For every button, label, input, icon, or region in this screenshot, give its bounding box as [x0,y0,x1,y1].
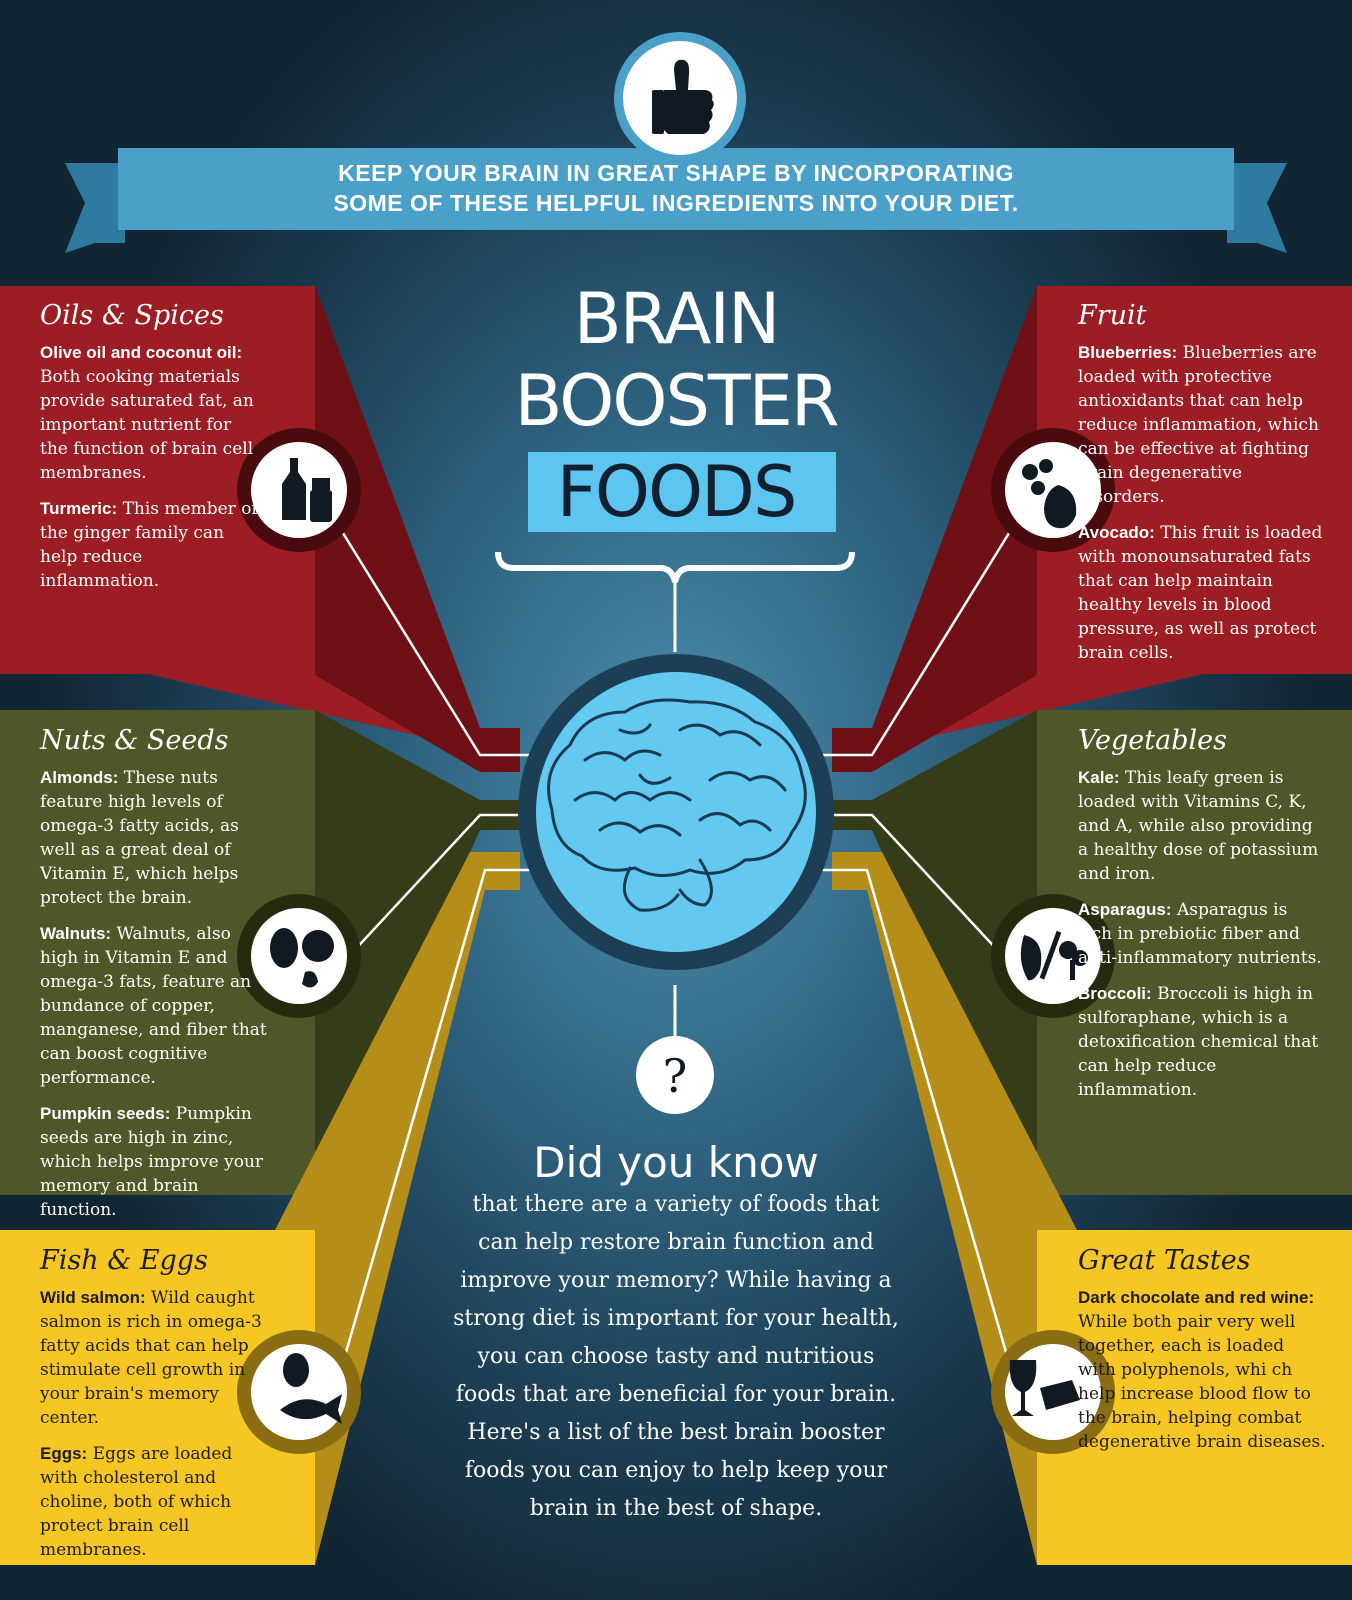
ribbon-red-left-fold [315,286,520,772]
title-line-2: BOOSTER [514,360,839,442]
section-great-tastes: Great Tastes Dark chocolate and red wine… [1078,1245,1326,1466]
section-fish-eggs: Fish & Eggs Wild salmon: Wild caught sal… [40,1245,272,1574]
question-circle [636,1036,714,1114]
food-item: Dark chocolate and red wine: While both … [1078,1288,1326,1452]
section-title: Fish & Eggs [40,1245,208,1276]
egg-fish-icon [280,1353,342,1424]
food-item: Turmeric: This member of the ginger fami… [40,499,258,591]
section-fruit: Fruit Blueberries: Blueberries are loade… [1078,300,1326,677]
oil-bottle-grinder-icon [282,458,332,522]
wine-chocolate-icon [1009,1360,1080,1416]
section-title: Nuts & Seeds [40,725,229,756]
title-line-1: BRAIN [573,278,781,360]
section-title: Vegetables [1078,725,1227,756]
banner-line-1: KEEP YOUR BRAIN IN GREAT SHAPE BY INCORP… [338,160,1014,186]
section-title: Fruit [1078,300,1147,331]
brain-icon [547,698,807,912]
food-item: Pumpkin seeds: Pumpkin seeds are high in… [40,1104,264,1220]
connector-lines [336,524,1016,1381]
section-title: Great Tastes [1078,1245,1251,1276]
vegetables-icon [1020,930,1088,981]
title-line-3: FOODS [556,451,798,533]
brain-circle [536,672,816,952]
food-item: Blueberries: Blueberries are loaded with… [1078,343,1319,507]
question-mark: ? [663,1049,688,1103]
food-item: Olive oil and coconut oil: Both cooking … [40,343,254,483]
did-you-know-title: Did you know [533,1138,819,1187]
banner-tail-right [1227,163,1287,253]
berries-avocado-icon [1022,459,1077,529]
title-highlight-box [528,452,836,532]
ribbon-red-right-fold [832,286,1037,772]
food-item: Avocado: This fruit is loaded with monou… [1078,523,1323,663]
did-you-know-body: that there are a variety of foods that c… [453,1192,899,1521]
food-item: Wild salmon: Wild caught salmon is rich … [40,1288,262,1428]
section-oils-spices: Oils & Spices Olive oil and coconut oil:… [40,300,262,605]
banner-text: KEEP YOUR BRAIN IN GREAT SHAPE BY INCORP… [160,158,1192,218]
food-item: Walnuts: Walnuts, also high in Vitamin E… [40,924,267,1088]
food-item: Almonds: These nuts feature high levels … [40,768,239,908]
food-item: Kale: This leafy green is loaded with Vi… [1078,768,1319,884]
section-title: Oils & Spices [40,300,224,331]
food-item: Broccoli: Broccoli is high in sulforapha… [1078,984,1319,1100]
section-nuts-seeds: Nuts & Seeds Almonds: These nuts feature… [40,725,272,1234]
nuts-icon [270,928,334,988]
food-item: Asparagus: Asparagus is rich in prebioti… [1078,900,1322,968]
food-item: Eggs: Eggs are loaded with cholesterol a… [40,1444,233,1560]
banner-line-2: SOME OF THESE HELPFUL INGREDIENTS INTO Y… [333,190,1019,216]
banner-tail-left [65,163,125,253]
thumbs-up-icon [652,59,714,134]
section-vegetables: Vegetables Kale: This leafy green is loa… [1078,725,1326,1114]
title-bracket [495,551,855,583]
